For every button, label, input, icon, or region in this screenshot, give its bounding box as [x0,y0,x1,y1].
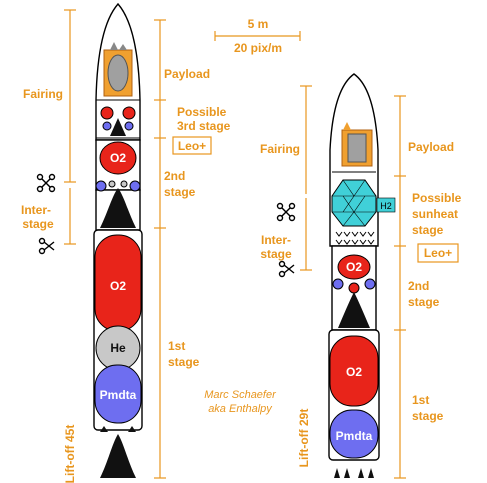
left-third-stage-tank-4 [124,121,134,131]
left-first-stage-nozzle-icon [100,434,136,478]
chevron-separation-icon [335,231,375,245]
left-payload-label: Payload [164,67,210,81]
left-rocket: O2 O2 He Pmdta Fairing Inter- stage Lift… [21,2,231,483]
left-fairing-label: Fairing [23,87,63,101]
left-liftoff-label: Lift-off 45t [63,425,77,483]
left-leo-label: Leo+ [178,139,206,153]
left-third-stage-tank-3 [102,121,112,131]
left-third-stage-nozzle-icon [110,118,126,136]
left-interstage-label-2: stage [22,217,54,231]
scissors-icon [36,173,56,193]
right-second-stage-o2-tank [337,254,371,280]
right-leo-badge [417,243,459,263]
left-payload [103,42,133,97]
right-first-stage-pmdta-tank [329,409,379,459]
left-third-stage-tank-2 [122,106,136,120]
left-first-stage-pmdta-tank [94,364,142,424]
right-second-stage-nozzle-icon [338,292,370,328]
scale-distance-label: 5 m [248,17,269,31]
left-second-stage-label-1: 2nd [164,169,185,183]
right-o2-big-label: O2 [346,365,362,379]
scissors-icon [38,237,55,255]
left-o2-big-label: O2 [110,279,126,293]
right-fairing-label: Fairing [260,142,300,156]
right-interstage-label-1: Inter- [261,233,291,247]
right-leo-label: Leo+ [424,246,452,260]
right-liftoff-label: Lift-off 29t [297,409,311,468]
right-rocket: H2 O2 O2 Pmdta Fairing Inter- stage Lift… [260,73,462,479]
right-payload [341,122,373,167]
left-he-label: He [110,341,126,355]
right-pmdta-label: Pmdta [336,429,373,443]
right-h2-label: H2 [380,201,392,211]
right-second-stage-label-1: 2nd [408,279,429,293]
credit-line-2: aka Enthalpy [208,403,273,415]
right-sunheat-label-3: stage [412,223,444,237]
left-pmdta-label: Pmdta [100,388,137,402]
scale-bar: 5 m 20 pix/m [214,17,301,55]
left-first-stage-label-2: stage [168,355,200,369]
scale-resolution-label: 20 pix/m [234,41,282,55]
right-first-stage-engines [334,468,374,478]
right-payload-label: Payload [408,140,454,154]
left-second-stage-o2-tank [99,141,137,175]
credit-line-1: Marc Schaefer [204,389,277,401]
left-interstage-label-1: Inter- [21,203,51,217]
scissors-icon [278,260,295,278]
left-third-stage-label-1: Possible [177,105,227,119]
left-first-stage-label-1: 1st [168,339,185,353]
right-first-stage-o2-tank [329,335,379,407]
left-leo-badge [172,136,212,155]
right-sunheat-label-2: sunheat [412,207,458,221]
left-second-stage-label-2: stage [164,185,196,199]
right-second-stage-label-2: stage [408,295,440,309]
right-o2-small-label: O2 [346,260,362,274]
right-first-stage-label-1: 1st [412,393,429,407]
left-o2-small-label: O2 [110,151,126,165]
left-second-stage-nozzle-icon [100,188,136,228]
right-interstage-label-2: stage [260,247,292,261]
right-first-stage-label-2: stage [412,409,444,423]
right-sunheat-label-1: Possible [412,191,462,205]
left-third-stage-label-2: 3rd stage [177,119,231,133]
right-h2-tank [331,179,377,227]
left-third-stage-tank-1 [100,106,114,120]
scissors-icon [276,202,296,222]
